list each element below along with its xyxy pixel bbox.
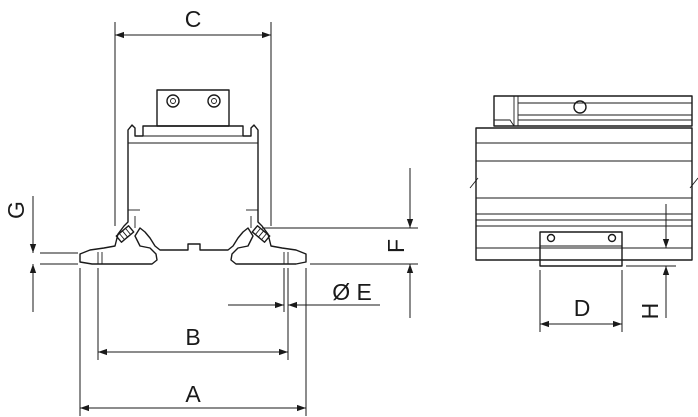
fixing-screw-right — [251, 225, 271, 243]
label-g: G — [3, 201, 29, 219]
side-screw-icon — [573, 100, 587, 114]
side-foot — [539, 231, 623, 267]
top-rail — [493, 95, 693, 127]
label-a: A — [185, 381, 201, 407]
screw-left-icon — [166, 94, 180, 108]
label-e: Ø E — [332, 279, 372, 305]
label-h: H — [637, 303, 663, 320]
side-body — [475, 127, 693, 261]
housing-body — [79, 124, 307, 265]
label-b: B — [185, 324, 200, 350]
screw-right-icon — [207, 94, 221, 108]
label-c: C — [185, 6, 202, 32]
label-d: D — [574, 295, 591, 321]
front-view — [29, 22, 418, 416]
fixing-screw-left — [115, 225, 135, 243]
label-f: F — [383, 239, 409, 253]
side-view — [469, 95, 698, 332]
top-screw-plate — [156, 89, 230, 127]
